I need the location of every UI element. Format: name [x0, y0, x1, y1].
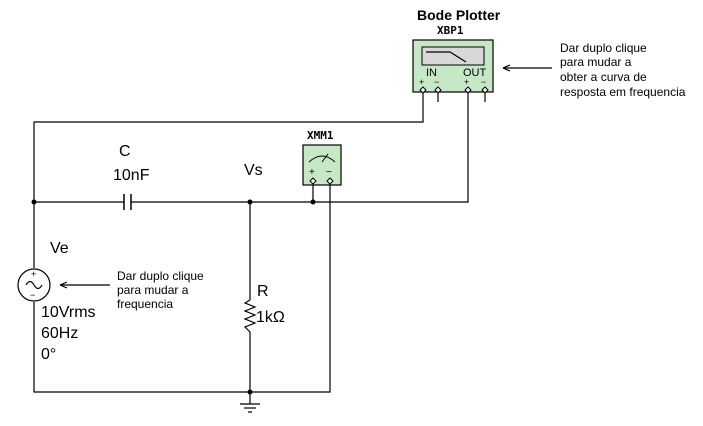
meter-needle-icon — [321, 153, 329, 163]
resistor-zigzag-icon — [243, 299, 257, 333]
bode-in-plus: + — [419, 77, 424, 87]
source-note-line-3: frequencia — [117, 297, 173, 311]
bode-out-label: OUT — [463, 67, 487, 79]
bode-plotter-title: Bode Plotter — [417, 7, 501, 23]
bode-in-minus: − — [434, 77, 439, 87]
terminal-icon — [419, 86, 427, 94]
bode-out-plus: + — [464, 77, 469, 87]
wire-bode-out — [313, 91, 469, 203]
bode-note-line-1: Dar duplo clique — [560, 41, 647, 55]
junction-dot — [310, 199, 316, 205]
bode-terminals — [419, 86, 489, 102]
multimeter-minus: − — [326, 167, 332, 178]
source-note-line-1: Dar duplo clique — [117, 269, 204, 283]
bode-plotter[interactable]: Bode Plotter XBP1 IN OUT + − + − — [412, 7, 501, 102]
resistor[interactable]: R 1kΩ — [243, 283, 285, 333]
wire-bode-in — [33, 91, 424, 202]
bode-curve-icon — [426, 51, 467, 63]
capacitor[interactable]: C 10nF — [113, 143, 150, 210]
multimeter-plus: + — [309, 167, 315, 178]
source-note: Dar duplo clique para mudar a frequencia — [59, 269, 204, 311]
terminal-icon — [309, 177, 317, 185]
multimeter-body[interactable] — [302, 144, 342, 186]
bode-plotter-ref: XBP1 — [437, 24, 464, 37]
junction-dot — [247, 389, 253, 395]
arrow-left-icon — [59, 281, 68, 289]
bode-plotter-screen-icon — [421, 46, 485, 66]
source-phase: 0° — [41, 346, 56, 363]
ac-source-plus: + — [31, 269, 36, 279]
bode-in-label: IN — [426, 67, 437, 79]
ac-source-minus: − — [30, 290, 35, 300]
bode-note-line-4: resposta em frequencia — [560, 85, 686, 99]
terminal-icon — [326, 177, 334, 185]
source-voltage: 10Vrms — [41, 304, 96, 321]
terminal-icon — [464, 86, 472, 94]
multimeter-ref: XMM1 — [307, 129, 334, 142]
wire-source-return — [33, 302, 250, 393]
multimeter[interactable]: XMM1 + − — [302, 129, 342, 186]
junction-dot — [31, 199, 37, 205]
resistor-value: 1kΩ — [256, 309, 285, 326]
source-note-line-2: para mudar a — [117, 283, 189, 297]
junction-dot — [247, 199, 253, 205]
arrow-left-icon — [502, 64, 511, 72]
bode-out-minus: − — [481, 77, 486, 87]
bode-note-line-2: para mudar a — [560, 55, 632, 69]
resistor-name: R — [257, 283, 269, 300]
wires — [33, 91, 469, 404]
ac-source[interactable]: + − Ve 10Vrms 60Hz 0° — [17, 240, 96, 363]
meter-dial-icon — [308, 155, 336, 163]
bode-note-line-3: obter a curva de — [560, 70, 647, 84]
bode-note: Dar duplo clique para mudar a obter a cu… — [502, 41, 686, 99]
sine-wave-icon — [25, 280, 43, 290]
wire-mm-minus — [250, 184, 331, 393]
ground-icon — [240, 403, 260, 413]
node-label-vs: Vs — [244, 162, 263, 179]
capacitor-name: C — [119, 143, 131, 160]
source-name: Ve — [50, 240, 69, 257]
source-frequency: 60Hz — [41, 325, 78, 342]
capacitor-value: 10nF — [113, 167, 150, 184]
